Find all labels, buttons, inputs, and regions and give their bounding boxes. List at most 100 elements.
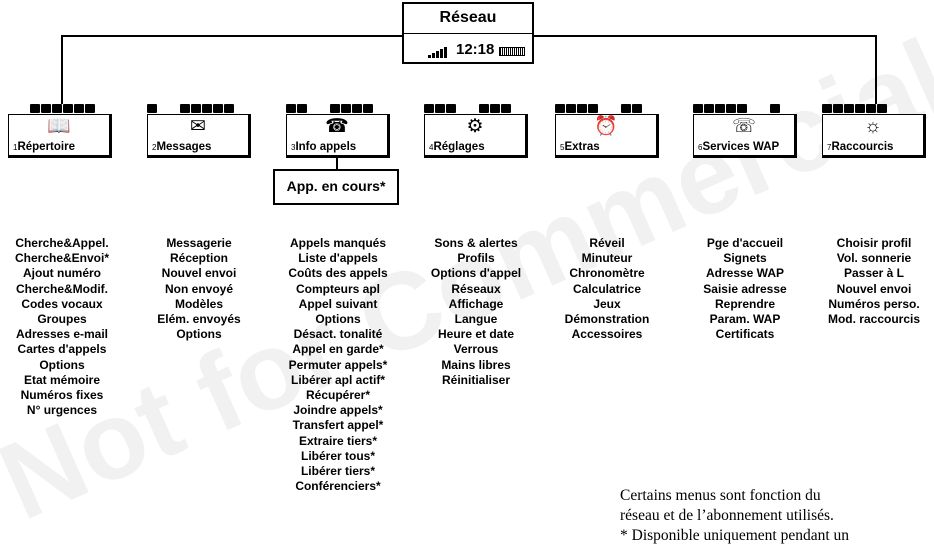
menu-tab-strip xyxy=(424,104,524,113)
list-item[interactable]: Heure et date xyxy=(437,327,515,342)
list-info-appels: Appels manqués Liste d'appels Coûts des … xyxy=(263,236,413,494)
list-item[interactable]: Options xyxy=(176,327,222,342)
list-item[interactable]: Réception xyxy=(169,251,228,266)
settings-icon: ⚙ xyxy=(466,116,484,137)
list-item[interactable]: Cherche&Appel. xyxy=(15,236,109,250)
list-item[interactable]: Calculatrice xyxy=(572,281,642,296)
footnote: Certains menus sont fonction du réseau e… xyxy=(620,486,934,546)
list-services-wap: Pge d'accueil Signets Adresse WAP Saisie… xyxy=(670,236,820,342)
list-item[interactable]: Etat mémoire xyxy=(23,372,101,387)
list-item[interactable]: Pge d'accueil xyxy=(706,236,784,250)
list-item[interactable]: Groupes xyxy=(37,312,87,327)
list-item[interactable]: Transfert appel* xyxy=(292,418,384,433)
list-item[interactable]: Appel suivant xyxy=(298,296,378,311)
list-item[interactable]: N° urgences xyxy=(26,403,98,418)
shortcuts-icon: ☼ xyxy=(864,116,882,137)
list-item[interactable]: Appels manqués xyxy=(289,236,387,250)
list-item[interactable]: Joindre appels* xyxy=(293,403,383,418)
list-item[interactable]: Verrous xyxy=(453,342,499,357)
list-item[interactable]: Ajout numéro xyxy=(23,266,101,281)
menu-reglages[interactable]: ⚙ 4Réglages xyxy=(424,104,528,158)
call-info-icon: ☎ xyxy=(325,116,349,137)
list-item[interactable]: Messagerie xyxy=(166,236,232,250)
list-item[interactable]: Libérer tiers* xyxy=(300,464,376,479)
list-item[interactable]: Cherche&Modif. xyxy=(15,281,108,296)
list-item[interactable]: Chronomètre xyxy=(569,266,645,281)
list-item[interactable]: Reprendre xyxy=(714,296,776,311)
list-extras: Réveil Minuteur Chronomètre Calculatrice… xyxy=(532,236,682,342)
list-item[interactable]: Mod. raccourcis xyxy=(827,312,921,327)
list-item[interactable]: Options xyxy=(39,357,85,372)
menu-tab-strip xyxy=(822,104,922,113)
list-item[interactable]: Libérer tous* xyxy=(300,448,375,463)
list-item[interactable]: Cartes d'appels xyxy=(17,342,107,357)
list-item[interactable]: Elém. envoyés xyxy=(157,312,241,327)
list-item[interactable]: Vol. sonnerie xyxy=(836,251,912,266)
footnote-line: réseau et de l’abonnement utilisés. xyxy=(620,507,834,524)
list-item[interactable]: Modèles xyxy=(174,296,223,311)
list-item[interactable]: Réveil xyxy=(589,236,625,250)
list-item[interactable]: Options xyxy=(315,312,361,327)
list-item[interactable]: Affichage xyxy=(448,296,504,311)
menu-messages[interactable]: ✉ 2Messages xyxy=(147,104,251,158)
list-item[interactable]: Certificats xyxy=(715,327,775,342)
list-item[interactable]: Saisie adresse xyxy=(703,281,787,296)
list-item[interactable]: Nouvel envoi xyxy=(161,266,237,281)
list-item[interactable]: Mains libres xyxy=(441,357,511,372)
list-item[interactable]: Minuteur xyxy=(581,251,633,266)
list-item[interactable]: Numéros fixes xyxy=(20,388,104,403)
list-item[interactable]: Nouvel envoi xyxy=(836,281,912,296)
list-item[interactable]: Options d'appel xyxy=(430,266,522,281)
menu-label: Répertoire xyxy=(17,141,75,153)
menu-label: Messages xyxy=(156,141,212,153)
active-calls-submenu[interactable]: App. en cours* xyxy=(273,169,399,205)
list-item[interactable]: Numéros perso. xyxy=(828,296,920,311)
list-item[interactable]: Conférenciers* xyxy=(295,479,381,494)
list-item[interactable]: Accessoires xyxy=(571,327,643,342)
list-item[interactable]: Permuter appels* xyxy=(288,357,388,372)
list-item[interactable]: Récupérer* xyxy=(305,388,371,403)
envelope-icon: ✉ xyxy=(190,116,206,137)
menu-extras[interactable]: ⏰ 5Extras xyxy=(555,104,659,158)
list-item[interactable]: Désact. tonalité xyxy=(293,327,383,342)
menu-raccourcis[interactable]: ☼ 7Raccourcis xyxy=(822,104,926,158)
menu-info-appels[interactable]: ☎ 3Info appels xyxy=(286,104,390,158)
list-item[interactable]: Adresses e-mail xyxy=(15,327,109,342)
list-item[interactable]: Extraire tiers* xyxy=(298,433,378,448)
list-item[interactable]: Non envoyé xyxy=(164,281,233,296)
phonebook-icon: 📖 xyxy=(47,116,71,137)
list-item[interactable]: Profils xyxy=(457,251,495,266)
footnote-line: * Disponible uniquement pendant un xyxy=(620,527,850,544)
menu-repertoire[interactable]: 📖 1Répertoire xyxy=(8,104,112,158)
list-item[interactable]: Compteurs apl xyxy=(295,281,380,296)
list-item[interactable]: Cherche&Envoi* xyxy=(14,251,110,266)
list-item[interactable]: Appel en garde* xyxy=(292,342,384,357)
menu-label: Raccourcis xyxy=(831,141,894,153)
menu-label: Info appels xyxy=(295,141,357,153)
list-item[interactable]: Jeux xyxy=(593,296,621,311)
list-item[interactable]: Passer à L xyxy=(843,266,905,281)
menu-label: Services WAP xyxy=(702,141,780,153)
list-item[interactable]: Codes vocaux xyxy=(21,296,103,311)
wap-icon: ☏ xyxy=(732,116,756,137)
list-item[interactable]: Réinitialiser xyxy=(441,372,511,387)
list-item[interactable]: Adresse WAP xyxy=(705,266,785,281)
signal-bars-icon xyxy=(428,46,448,58)
list-messages: Messagerie Réception Nouvel envoi Non en… xyxy=(124,236,274,342)
list-repertoire: Cherche&Appel. Cherche&Envoi* Ajout numé… xyxy=(0,236,137,418)
list-item[interactable]: Coûts des appels xyxy=(288,266,388,281)
list-item[interactable]: Sons & alertes xyxy=(434,236,518,250)
list-item[interactable]: Langue xyxy=(454,312,498,327)
list-item[interactable]: Réseaux xyxy=(451,281,501,296)
list-item[interactable]: Choisir profil xyxy=(836,236,912,250)
menu-label: Extras xyxy=(564,141,600,153)
menu-label: Réglages xyxy=(433,141,485,153)
menu-services-wap[interactable]: ☏ 6Services WAP xyxy=(693,104,797,158)
menu-tab-strip xyxy=(286,104,386,113)
list-item[interactable]: Libérer apl actif* xyxy=(290,372,386,387)
list-item[interactable]: Signets xyxy=(723,251,767,266)
list-item[interactable]: Liste d'appels xyxy=(298,251,378,266)
list-item[interactable]: Démonstration xyxy=(564,312,650,327)
list-item[interactable]: Param. WAP xyxy=(709,312,781,327)
